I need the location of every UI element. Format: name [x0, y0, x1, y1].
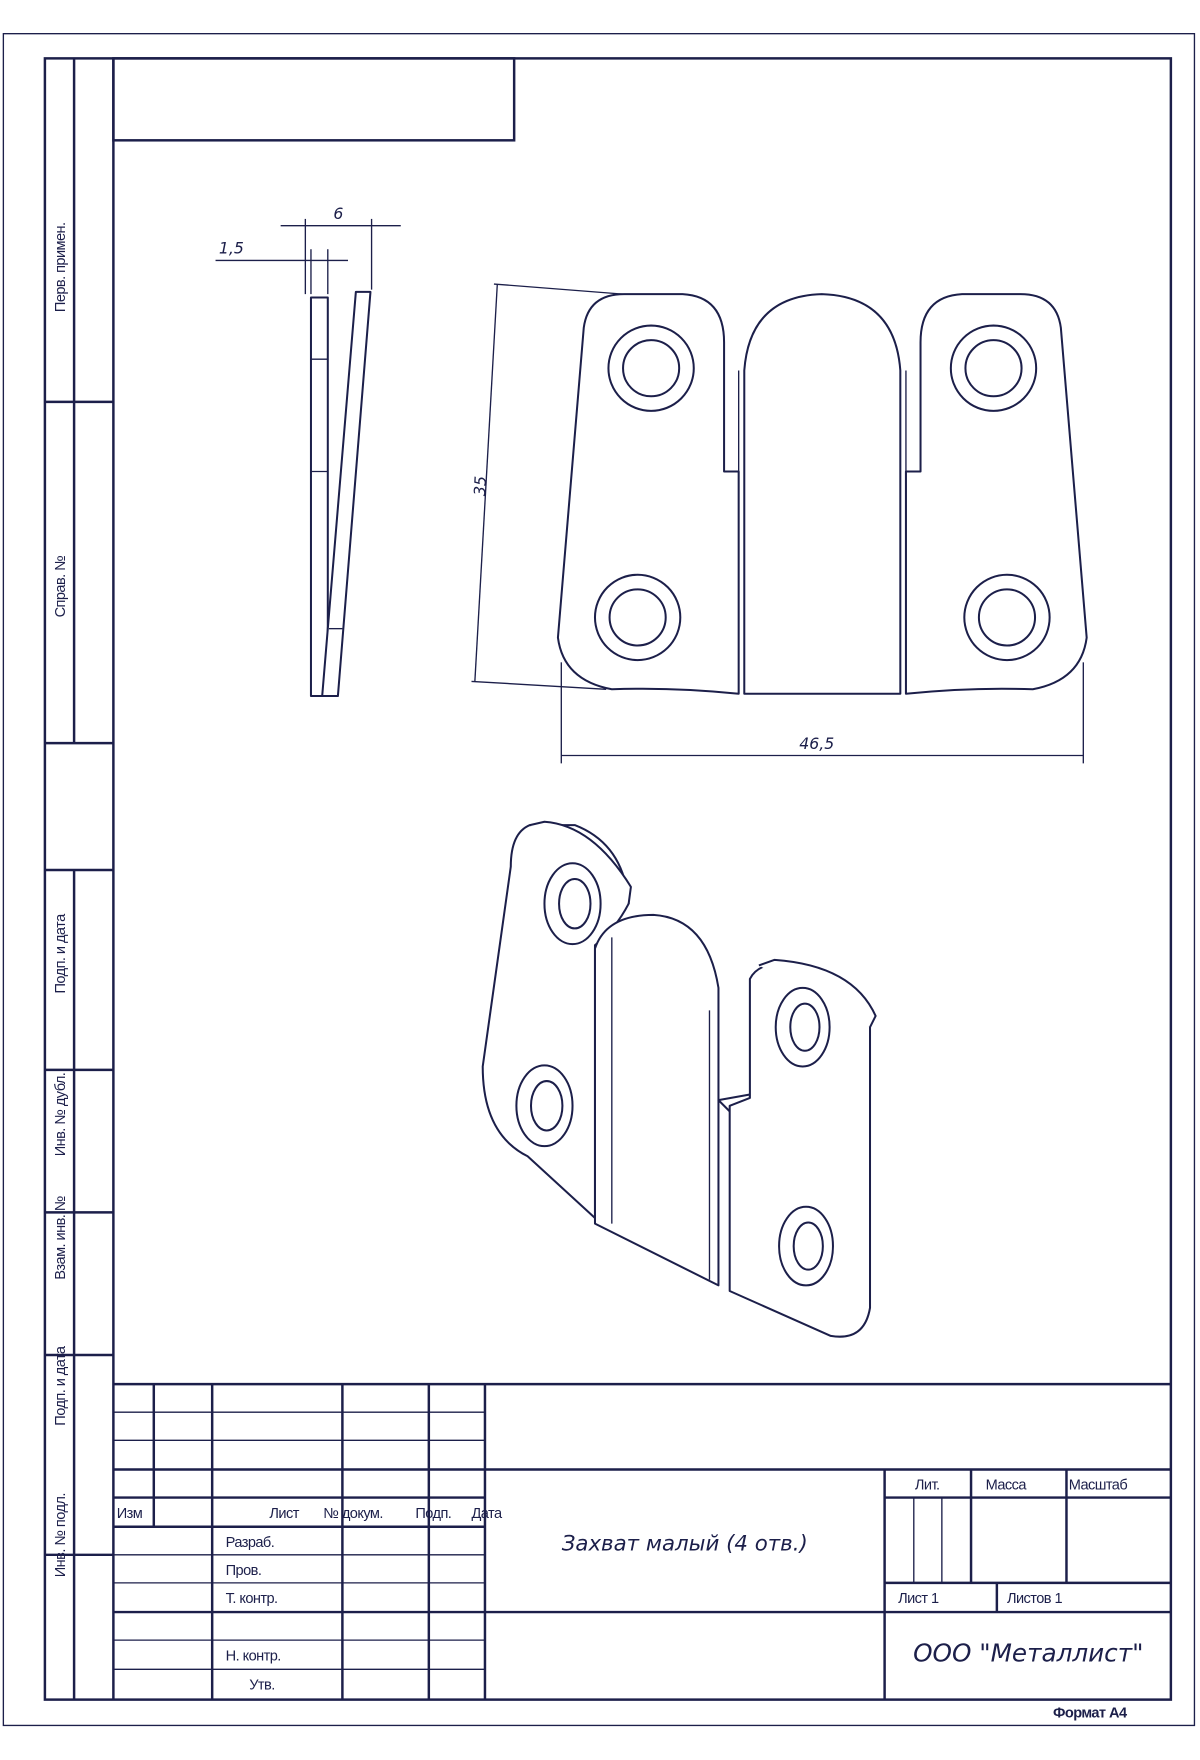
label-podp-data-1: Подп. и дата	[53, 913, 69, 994]
label-perv-primen: Перв. примен.	[53, 222, 69, 312]
format-label: Формат А4	[1053, 1706, 1128, 1722]
label-podp: Подп.	[415, 1506, 451, 1522]
label-utv: Утв.	[249, 1678, 275, 1694]
label-sprav-no: Справ. №	[53, 556, 69, 618]
label-t-kontr: Т. контр.	[226, 1591, 278, 1607]
part-name: Захват малый (4 отв.)	[562, 1531, 808, 1556]
dim-height: 35	[470, 475, 490, 496]
sheet-trim-border	[2, 33, 1196, 1727]
label-list: Лист	[269, 1506, 299, 1522]
front-view: 35 46,5	[470, 283, 1088, 764]
side-view: 6 1,5	[215, 204, 401, 698]
mounting-hole	[593, 573, 682, 662]
mounting-hole	[949, 324, 1038, 412]
left-strip: Перв. примен. Справ. № Подп. и дата Инв.…	[44, 58, 115, 1700]
company-name: ООО "Металлист"	[913, 1638, 1143, 1667]
label-vzam-inv: Взам. инв. №	[53, 1196, 69, 1280]
top-left-box	[112, 57, 516, 142]
isometric-view	[481, 820, 877, 1338]
dim-width: 46,5	[799, 734, 834, 753]
label-prov: Пров.	[226, 1563, 262, 1579]
dim-thickness-plate: 1,5	[219, 239, 244, 258]
mounting-hole	[607, 324, 695, 412]
dim-thickness-total: 6	[333, 204, 343, 223]
mounting-hole	[963, 573, 1051, 662]
label-razrab: Разраб.	[226, 1535, 275, 1551]
title-block: Изм Лист № докум. Подп. Дата Разраб. Про…	[113, 1382, 1171, 1722]
label-inv-dubl: Инв. № дубл.	[53, 1073, 69, 1157]
label-sheets: Листов 1	[1007, 1591, 1062, 1607]
label-inv-podl: Инв. № подл.	[53, 1493, 69, 1577]
label-massa: Масса	[986, 1478, 1028, 1494]
label-sheet: Лист 1	[898, 1591, 939, 1607]
label-izm: Изм	[117, 1506, 143, 1522]
label-podp-data-2: Подп. и дата	[53, 1345, 69, 1426]
label-n-dokum: № докум.	[323, 1506, 383, 1522]
drawing-frame	[43, 57, 1173, 1701]
label-data: Дата	[471, 1506, 502, 1522]
label-lit: Лит.	[915, 1478, 940, 1494]
label-n-kontr: Н. контр.	[226, 1648, 281, 1664]
label-masshtab: Масштаб	[1069, 1478, 1128, 1494]
